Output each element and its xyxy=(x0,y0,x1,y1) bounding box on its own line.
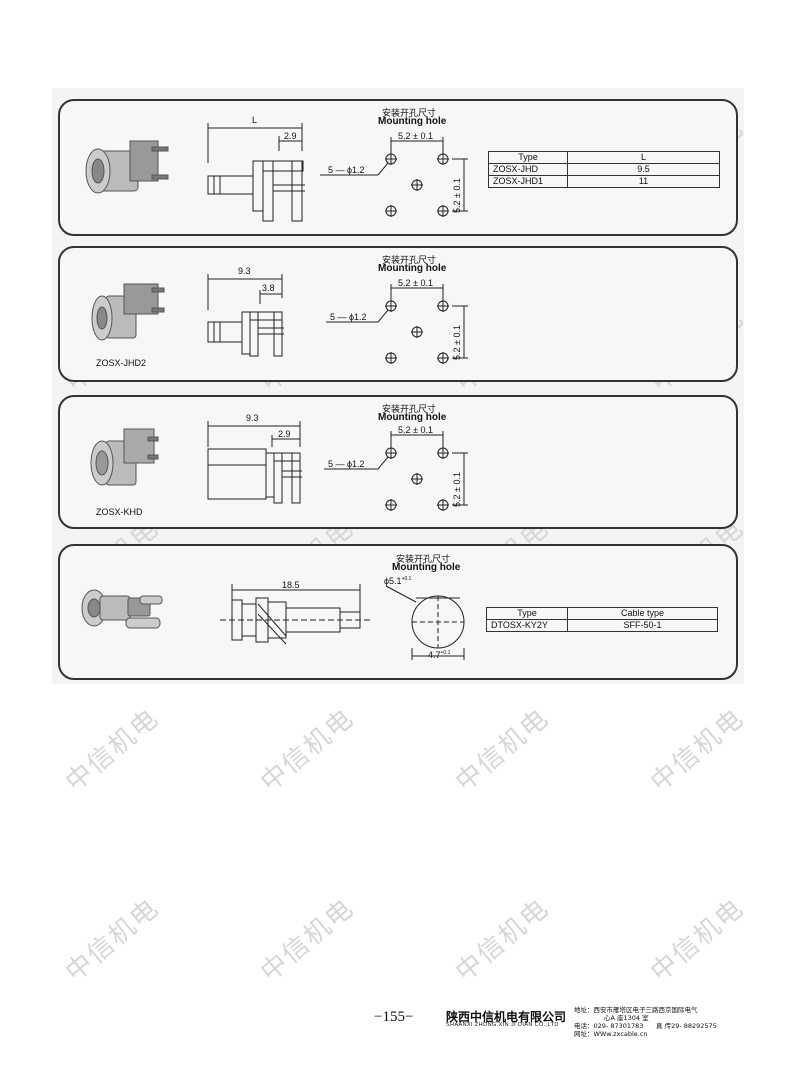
product-panel-1: L 2.9 安装开孔尺寸 Mounting hole 5.2 ± 0.1 5 —… xyxy=(58,99,738,236)
dim-hole-pitch-v: 5.2 ± 0.1 xyxy=(452,178,462,213)
table-cell: 11 xyxy=(567,175,720,188)
spec-table: Type Cable type DTOSX-KY2Y SFF-50-1 xyxy=(486,607,718,632)
dim-length: 9.3 xyxy=(238,266,251,276)
table-header-cell: L xyxy=(567,151,720,164)
dim-hole-diameter-value: ϕ5.1 xyxy=(384,576,402,586)
spec-table: Type L ZOSX-JHD 9.5 ZOSX-JHD1 11 xyxy=(488,151,720,188)
side-view-drawing xyxy=(207,421,302,504)
mounting-hole-drawing xyxy=(326,284,468,364)
mounting-label-cn: 安装开孔尺寸 xyxy=(396,555,451,565)
dim-flat-width-value: 4.7 xyxy=(428,650,441,660)
watermark: 中信机电 xyxy=(60,702,166,798)
table-header-cell: Type xyxy=(486,607,568,620)
side-view-drawing xyxy=(207,123,305,222)
watermark: 中信机电 xyxy=(450,702,556,798)
table-header-row: Type L xyxy=(488,151,720,164)
model-label: ZOSX-KHD xyxy=(96,507,143,517)
mounting-label-en: Mounting hole xyxy=(378,116,447,127)
watermark: 中信机电 xyxy=(60,892,166,988)
table-header-cell: Cable type xyxy=(567,607,718,620)
connector-photo xyxy=(85,140,169,194)
mounting-label-en: Mounting hole xyxy=(378,263,447,274)
dim-hole-pitch-h: 5.2 ± 0.1 xyxy=(398,131,433,141)
dim-length: 9.3 xyxy=(246,413,259,423)
phone: 电话：029- 87301783 xyxy=(574,1022,644,1030)
product-panel-3: ZOSX-KHD 9.3 2.9 安装开孔尺寸 Mounting hole xyxy=(58,395,738,529)
website: 网址：WWw.zxcable.cn xyxy=(574,1030,648,1038)
dim-hole-count: 5 — ϕ1.2 xyxy=(328,459,365,469)
product-panel-4: 18.5 安装开孔尺寸 Mounting hole ϕ5.1+0.1 4.7+0… xyxy=(58,544,738,680)
address-line-1: 地址：西安市雁塔区电子三路西京国际电气 xyxy=(574,1006,698,1014)
mounting-hole-drawing xyxy=(324,431,468,511)
table-row: ZOSX-JHD1 11 xyxy=(488,175,720,188)
mounting-label-cn: 安装开孔尺寸 xyxy=(382,256,437,266)
dim-hole-count: 5 — ϕ1.2 xyxy=(328,165,365,175)
table-cell: ZOSX-JHD xyxy=(488,163,568,176)
dim-flat-width-tolerance: +0.1 xyxy=(440,650,451,656)
dim-hole-pitch-h: 5.2 ± 0.1 xyxy=(398,425,433,435)
dim-pin-offset: 2.9 xyxy=(278,429,291,439)
dim-hole-diameter: ϕ5.1+0.1 xyxy=(384,576,411,586)
company-name-en: SHAANXI ZHONG XIN JI DIAN CO.,LTD xyxy=(446,1022,559,1028)
address-line-2: 心A 座1304 室 xyxy=(604,1014,649,1022)
table-row: ZOSX-JHD 9.5 xyxy=(488,163,720,176)
dim-hole-pitch-v: 5.2 ± 0.1 xyxy=(452,325,462,360)
dim-hole-pitch-h: 5.2 ± 0.1 xyxy=(398,278,433,288)
connector-photo xyxy=(91,283,165,341)
mounting-label-en: Mounting hole xyxy=(392,562,461,573)
model-label: ZOSX-JHD2 xyxy=(96,358,147,368)
watermark: 中信机电 xyxy=(645,702,751,798)
table-header-cell: Type xyxy=(488,151,568,164)
watermark: 中信机电 xyxy=(255,892,361,988)
mounting-hole-drawing xyxy=(385,585,465,660)
dim-pin-offset: 2.9 xyxy=(284,131,297,141)
dim-hole-count: 5 — ϕ1.2 xyxy=(330,312,367,322)
dim-hole-pitch-v: 5.2 ± 0.1 xyxy=(452,472,462,507)
table-cell: SFF-50-1 xyxy=(567,619,718,632)
mounting-hole-drawing xyxy=(320,137,468,217)
table-cell: 9.5 xyxy=(567,163,720,176)
watermark: 中信机电 xyxy=(255,702,361,798)
table-row: DTOSX-KY2Y SFF-50-1 xyxy=(486,619,718,632)
dim-flat-width: 4.7+0.1 xyxy=(428,650,450,660)
connector-photo xyxy=(81,589,163,629)
watermark: 中信机电 xyxy=(450,892,556,988)
mounting-label-cn: 安装开孔尺寸 xyxy=(382,109,437,119)
mounting-label-cn: 安装开孔尺寸 xyxy=(382,405,437,415)
watermark: 中信机电 xyxy=(645,892,751,988)
connector-photo xyxy=(90,428,159,486)
mounting-label-en: Mounting hole xyxy=(378,412,447,423)
table-cell: DTOSX-KY2Y xyxy=(486,619,568,632)
dim-pin-offset: 3.8 xyxy=(262,283,275,293)
side-view-drawing xyxy=(220,584,370,645)
company-name-cn: 陕西中信机电有限公司 xyxy=(446,1010,567,1024)
product-panel-2: ZOSX-JHD2 9.3 3.8 安装开孔尺寸 Mounting hole xyxy=(58,246,738,382)
page-number: −155− xyxy=(374,1009,414,1025)
fax: 真 传29- 88292575 xyxy=(656,1022,717,1030)
table-header-row: Type Cable type xyxy=(486,607,718,620)
dim-hole-diameter-tolerance: +0.1 xyxy=(401,576,412,582)
dim-length: L xyxy=(252,115,258,125)
table-cell: ZOSX-JHD1 xyxy=(488,175,568,188)
dim-length: 18.5 xyxy=(282,580,300,590)
side-view-drawing xyxy=(207,274,284,357)
